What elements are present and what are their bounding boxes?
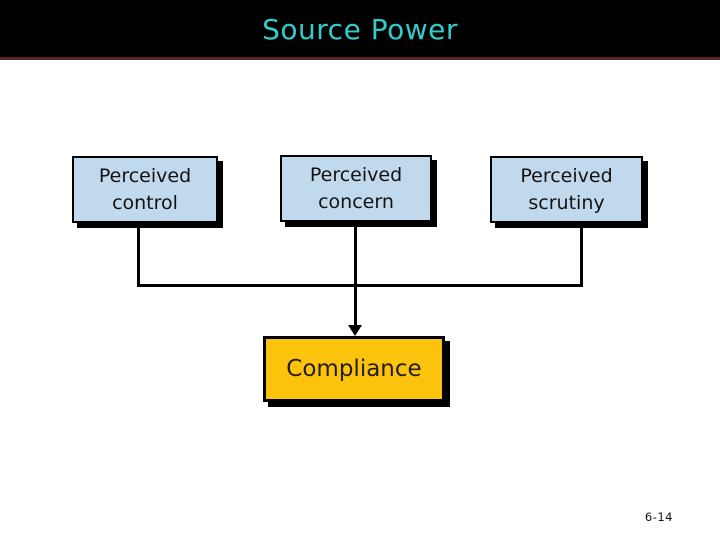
box-compliance-label: Compliance [286, 356, 422, 382]
box-perceived-concern: Perceived concern [280, 155, 432, 222]
connector-line-horizontal [137, 284, 583, 287]
box-compliance: Compliance [263, 336, 445, 402]
connector-line-middle [354, 222, 357, 326]
page-number: 6-14 [644, 510, 673, 524]
box-perceived-control-label: Perceived control [98, 164, 192, 214]
slide-header: Source Power [0, 0, 720, 60]
box-perceived-scrutiny: Perceived scrutiny [490, 156, 643, 223]
connector-line-left [137, 223, 140, 287]
arrow-down-icon [348, 325, 362, 336]
box-perceived-concern-label: Perceived concern [309, 163, 403, 213]
box-perceived-control: Perceived control [72, 156, 218, 223]
connector-line-right [580, 223, 583, 287]
box-perceived-scrutiny-label: Perceived scrutiny [520, 164, 613, 214]
slide-title: Source Power [262, 13, 458, 46]
